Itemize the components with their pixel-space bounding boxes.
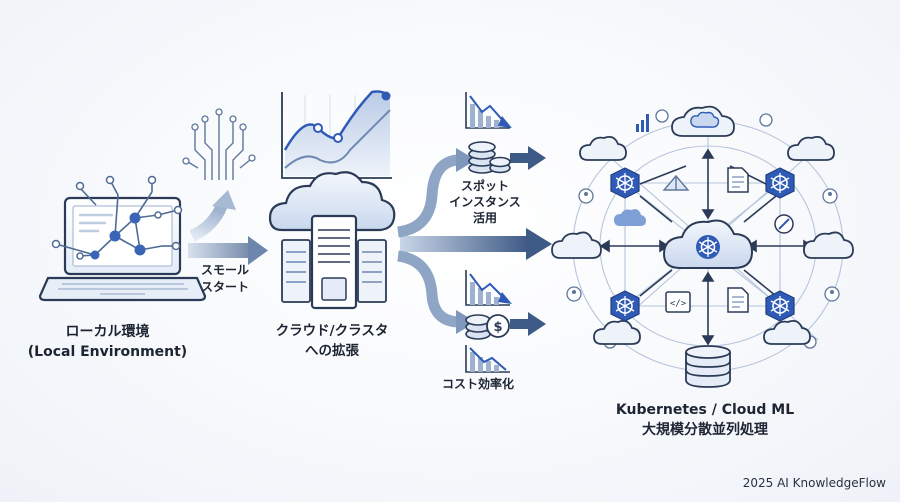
circuit-tree-icon xyxy=(187,115,251,180)
database-icon xyxy=(685,345,731,388)
label-line: ローカル環境 xyxy=(65,324,150,340)
network-hub-icon xyxy=(662,174,690,191)
kubernetes-helm-icon xyxy=(610,290,640,322)
bar-chart-icon xyxy=(636,114,649,132)
label-line: インスタンス xyxy=(449,195,521,210)
dollar-coin-icon: $ xyxy=(486,314,510,338)
cloud-icon xyxy=(803,231,854,259)
label-line: スポット xyxy=(460,179,509,193)
cloud-icon xyxy=(593,319,641,345)
cloud-server-icon xyxy=(268,171,396,310)
kubernetes-label: Kubernetes / Cloud ML 大規模分散並列処理 xyxy=(575,400,835,441)
main-flow-arrow xyxy=(400,228,552,260)
cloud-icon xyxy=(579,135,627,161)
downtrend-chart-icon xyxy=(465,270,512,306)
downtrend-chart-icon xyxy=(465,92,512,129)
gauge-icon xyxy=(774,214,794,234)
label-line: 大規模分散並列処理 xyxy=(642,422,768,439)
cloud-icon xyxy=(551,231,602,259)
spot-output-arrow xyxy=(510,146,546,170)
label-line: Kubernetes / Cloud ML xyxy=(615,402,795,418)
central-cloud-icon xyxy=(662,219,754,269)
label-line: スモール xyxy=(200,263,249,277)
label-line: クラウド/クラスタ xyxy=(275,323,389,339)
code-window-icon: </> xyxy=(665,291,691,313)
cloud-icon xyxy=(787,135,835,161)
cloud-icon xyxy=(763,319,811,345)
kubernetes-helm-icon xyxy=(610,167,640,199)
downtrend-chart-icon xyxy=(465,345,510,373)
label-line: (Local Environment) xyxy=(27,344,188,361)
k8s-network: </> xyxy=(551,105,854,388)
document-icon xyxy=(727,167,749,193)
local-environment-label: ローカル環境 (Local Environment) xyxy=(10,322,205,363)
kubernetes-helm-icon xyxy=(765,167,795,199)
small-start-arrow xyxy=(188,236,268,265)
label-line: 活用 xyxy=(472,211,497,226)
small-start-label: スモール スタート xyxy=(185,262,265,297)
growth-arrow xyxy=(189,190,236,242)
svg-text:$: $ xyxy=(493,320,502,335)
footer-credit: 2025 AI KnowledgeFlow xyxy=(742,476,886,490)
coin-stack-icon xyxy=(468,141,511,174)
spot-instance-label: スポット インスタンス 活用 xyxy=(430,178,540,227)
kubernetes-helm-icon xyxy=(765,290,795,322)
line-chart-icon xyxy=(281,90,392,179)
label-line: スタート xyxy=(200,280,249,295)
cost-efficiency-label: コスト効率化 xyxy=(418,376,538,393)
brain-icon xyxy=(690,111,720,128)
label-line: コスト効率化 xyxy=(441,377,514,391)
svg-text:</>: </> xyxy=(670,299,687,309)
cloud-cluster-label: クラウド/クラスタ への拡張 xyxy=(252,322,412,361)
cloud-icon xyxy=(614,209,646,226)
cost-output-arrow xyxy=(510,312,546,336)
label-line: への拡張 xyxy=(305,342,359,359)
spot-branch-arrow xyxy=(397,148,476,238)
document-icon xyxy=(727,287,749,313)
